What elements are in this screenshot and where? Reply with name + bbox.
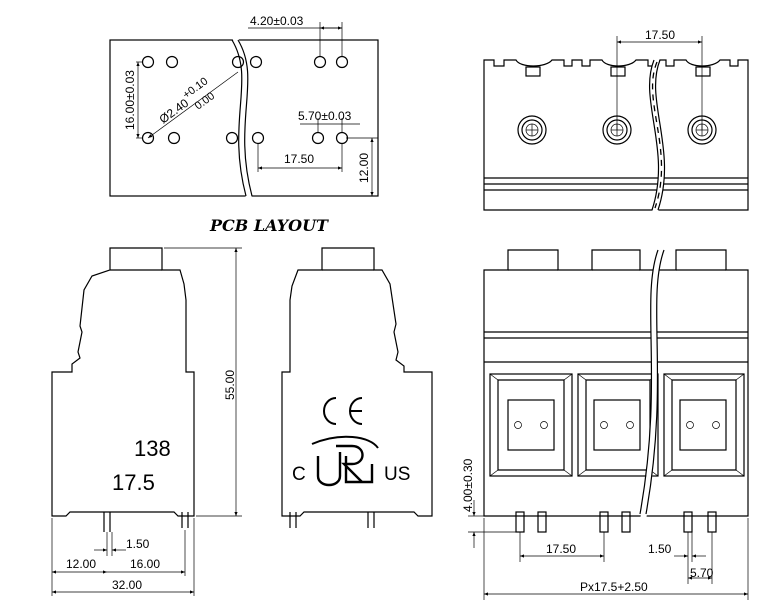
front-view-dim-pin-height: 4.00±0.30 [461, 458, 475, 512]
side-view-dim-width: 32.00 [112, 578, 142, 592]
pcb-layout-title: PCB LAYOUT [209, 216, 329, 235]
rear-view-outline [281, 247, 433, 517]
pcb-layout-view: 4.20±0.03 16.00±0.03 Ø2.40 +0.10 0.00 5.… [109, 14, 379, 235]
rear-view: CE C US [281, 247, 433, 528]
ce-mark: CE [323, 397, 363, 425]
side-view-marking-series: 138 [134, 436, 171, 461]
front-view-entry-2 [577, 373, 659, 477]
pcb-dim-pitch-small: 4.20±0.03 [250, 14, 304, 28]
pcb-dim-pin-spacing: 5.70±0.03 [298, 109, 352, 123]
front-view-entry-1 [489, 373, 573, 477]
front-view: 4.00±0.30 17.50 1.50 5.70 Px17.5+2.50 [461, 248, 749, 600]
top-view-outline [483, 59, 749, 211]
front-view-dim-pin-offset: 1.50 [648, 542, 672, 556]
ul-recognized-mark: C US [292, 435, 410, 487]
front-view-entry-3 [663, 373, 745, 477]
side-view-dim-height: 55.00 [223, 370, 237, 400]
side-view: 138 17.5 55.00 1.50 12.00 16.00 32.00 [51, 247, 242, 596]
ul-mark-c: C [292, 464, 306, 485]
pcb-break-line [232, 38, 252, 198]
pcb-dim-pitch: 17.50 [284, 152, 314, 166]
pcb-dim-height: 16.00±0.03 [123, 70, 137, 130]
side-view-dim-pin-offset: 1.50 [126, 537, 150, 551]
top-view-dim-pitch: 17.50 [645, 28, 675, 42]
side-view-dim-right: 16.00 [130, 557, 160, 571]
front-view-pins [515, 511, 717, 533]
front-view-dim-pin-spacing: 5.70 [690, 566, 714, 580]
svg-text:CE: CE [340, 410, 342, 412]
front-view-dim-length: Px17.5+2.50 [580, 580, 648, 594]
front-view-dim-pitch: 17.50 [546, 542, 576, 556]
pcb-dim-offset: 12.00 [357, 153, 371, 183]
pcb-outline [109, 39, 379, 197]
ul-mark-us: US [384, 464, 410, 485]
side-view-marking-pitch: 17.5 [112, 470, 155, 495]
side-view-outline [51, 247, 195, 517]
top-view: 17.50 [483, 28, 749, 212]
top-view-screw-1 [517, 115, 547, 145]
side-view-dim-left: 12.00 [66, 557, 96, 571]
